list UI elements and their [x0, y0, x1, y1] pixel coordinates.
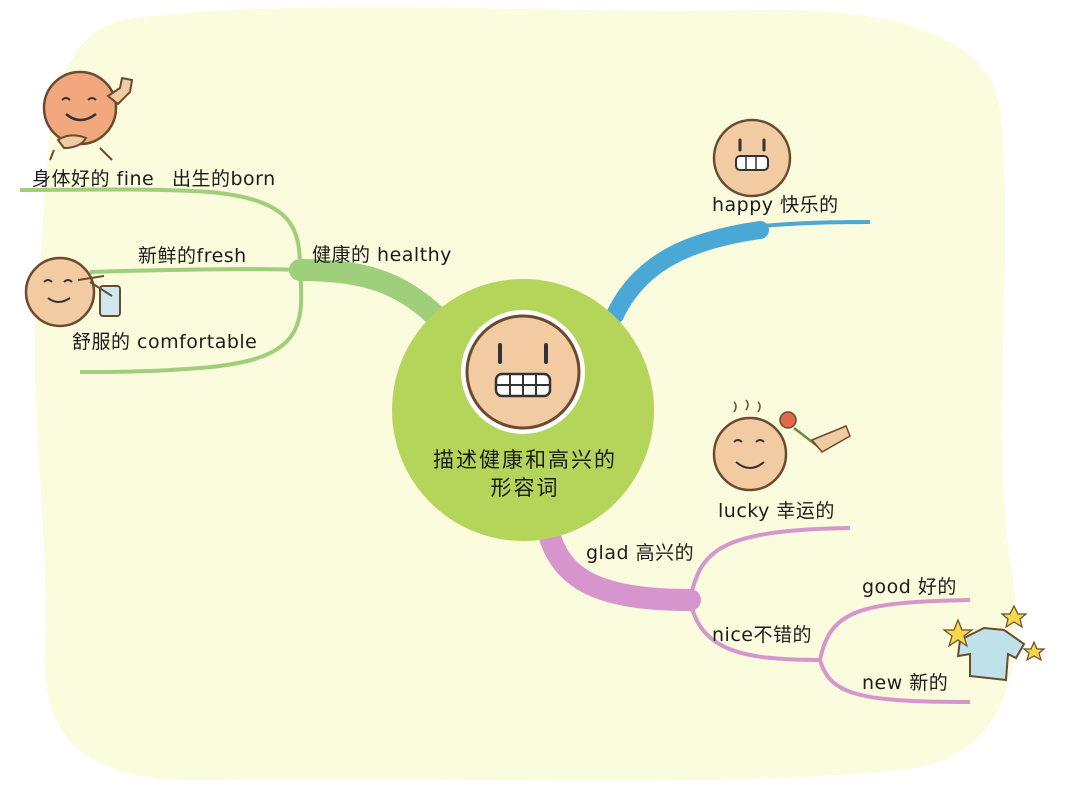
- good-label: good 好的: [862, 576, 957, 598]
- health-branch-lines: [19, 187, 451, 374]
- grinning-face-icon: [461, 310, 585, 434]
- happy-branch-label: happy 快乐的: [712, 194, 839, 216]
- smiling-face-icon: [712, 118, 792, 198]
- happy-branch-lines: [606, 220, 871, 324]
- center-title-line1: 描述健康和高兴的: [433, 448, 617, 472]
- fine-label: 身体好的 fine: [32, 168, 155, 190]
- glad-branch-lines: [537, 519, 971, 704]
- nice-label: nice不错的: [712, 624, 812, 646]
- glad-branch-label: glad 高兴的: [586, 542, 695, 564]
- comfortable-label: 舒服的 comfortable: [72, 331, 258, 353]
- lucky-label: lucky 幸运的: [718, 500, 835, 522]
- drinking-face-icon: [24, 256, 121, 328]
- health-branch-label: 健康的 healthy: [312, 244, 452, 266]
- flower-face-icon: [712, 399, 851, 492]
- shirt-stars-icon: [942, 604, 1046, 682]
- new-label: new 新的: [862, 672, 949, 694]
- center-title-line2: 形容词: [490, 476, 560, 500]
- thumbs-up-face-icon: [42, 70, 134, 161]
- center-title: 描述健康和高兴的 形容词: [400, 446, 650, 502]
- fresh-label: 新鲜的fresh: [138, 245, 247, 267]
- born-label: 出生的born: [172, 168, 276, 190]
